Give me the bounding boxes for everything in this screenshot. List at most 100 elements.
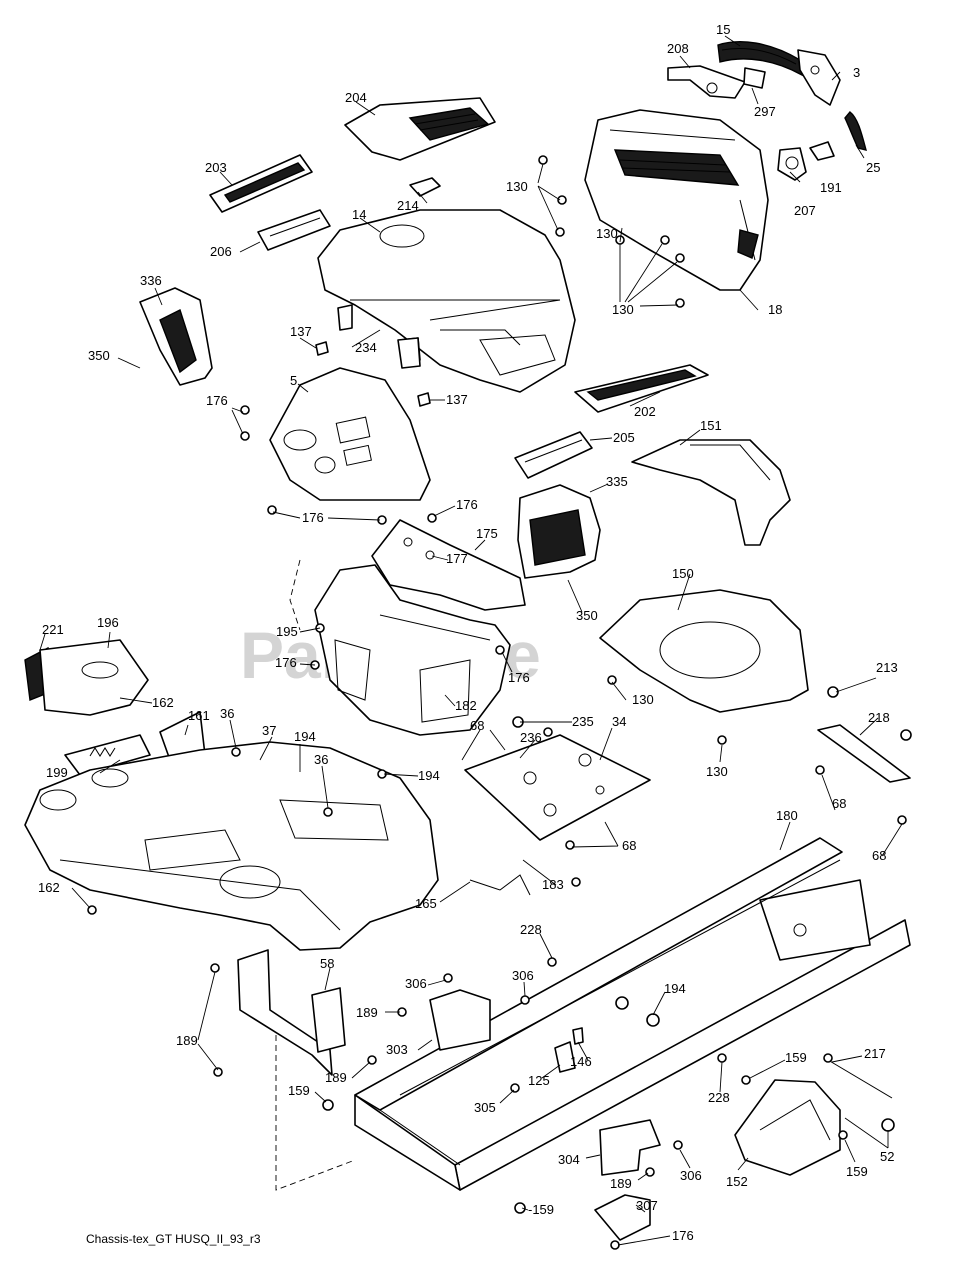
callout-228[interactable]: 228 xyxy=(708,1090,730,1105)
callout-189[interactable]: 189 xyxy=(176,1033,198,1048)
part-194-bushing[interactable] xyxy=(646,1013,660,1027)
part-205-strip[interactable] xyxy=(514,431,593,479)
part-206-insert[interactable] xyxy=(257,209,331,251)
callout-15[interactable]: 15 xyxy=(716,22,730,37)
part-297-clip[interactable] xyxy=(743,67,766,89)
callout-350[interactable]: 350 xyxy=(576,608,598,623)
part-234-seal[interactable] xyxy=(397,337,421,369)
callout-194[interactable]: 194 xyxy=(294,729,316,744)
callout-37[interactable]: 37 xyxy=(262,723,276,738)
callout-68[interactable]: 68 xyxy=(872,848,886,863)
part-336-side-panel[interactable] xyxy=(139,287,213,386)
callout-305[interactable]: 305 xyxy=(474,1100,496,1115)
part-182-console[interactable] xyxy=(314,564,511,736)
callout-214[interactable]: 214 xyxy=(397,198,419,213)
part-208-bracket[interactable] xyxy=(667,65,746,99)
callout-177[interactable]: 177 xyxy=(446,551,468,566)
callout-25[interactable]: 25 xyxy=(866,160,880,175)
callout-125[interactable]: 125 xyxy=(528,1073,550,1088)
part-199-plate[interactable] xyxy=(64,734,151,776)
callout-18[interactable]: 18 xyxy=(768,302,782,317)
callout-336[interactable]: 336 xyxy=(140,273,162,288)
callout-217[interactable]: 217 xyxy=(864,1046,886,1061)
callout-304[interactable]: 304 xyxy=(558,1152,580,1167)
part-3-bracket[interactable] xyxy=(797,49,841,106)
callout-206[interactable]: 206 xyxy=(210,244,232,259)
part-37-fender[interactable] xyxy=(24,741,439,951)
callout-176[interactable]: 176 xyxy=(206,393,228,408)
part-213-bolt[interactable] xyxy=(827,686,839,698)
callout-203[interactable]: 203 xyxy=(205,160,227,175)
part-14-hood[interactable] xyxy=(317,209,576,393)
callout-204[interactable]: 204 xyxy=(345,90,367,105)
callout-176[interactable]: 176 xyxy=(275,655,297,670)
callout-189[interactable]: 189 xyxy=(325,1070,347,1085)
callout-176[interactable]: 176 xyxy=(456,497,478,512)
part-196-cover[interactable] xyxy=(39,639,149,716)
part-125-clip[interactable] xyxy=(554,1041,576,1073)
part-191-clip[interactable] xyxy=(809,141,835,161)
part-204-hood-top[interactable] xyxy=(344,97,496,161)
callout-3[interactable]: 3 xyxy=(853,65,860,80)
callout-176[interactable]: 176 xyxy=(508,670,530,685)
callout-236[interactable]: 236 xyxy=(520,730,542,745)
callout-183[interactable]: 183 xyxy=(542,877,564,892)
callout-130[interactable]: 130 xyxy=(596,226,618,241)
callout-52[interactable]: 52 xyxy=(880,1149,894,1164)
callout-199[interactable]: 199 xyxy=(46,765,68,780)
callout-191[interactable]: 191 xyxy=(820,180,842,195)
part-18-front-nose[interactable] xyxy=(584,109,769,291)
callout-306[interactable]: 306 xyxy=(680,1168,702,1183)
part-52-cap[interactable] xyxy=(881,1118,895,1132)
part-137-clip[interactable] xyxy=(315,341,329,356)
part-202-vent[interactable] xyxy=(574,364,709,413)
callout-306[interactable]: 306 xyxy=(512,968,534,983)
part-304-plate[interactable] xyxy=(599,1119,661,1176)
part-175-mount[interactable] xyxy=(371,519,526,611)
callout-159[interactable]: 159 xyxy=(846,1164,868,1179)
part-34-mount-plate[interactable] xyxy=(464,734,651,841)
callout-196[interactable]: 196 xyxy=(97,615,119,630)
part-218-bracket[interactable] xyxy=(817,724,911,783)
callout-162[interactable]: 162 xyxy=(38,880,60,895)
part-335-panel[interactable] xyxy=(517,484,601,579)
callout-130[interactable]: 130 xyxy=(632,692,654,707)
callout-213[interactable]: 213 xyxy=(876,660,898,675)
part-213-bolt[interactable] xyxy=(900,729,912,741)
callout-130[interactable]: 130 xyxy=(506,179,528,194)
callout-350[interactable]: 350 xyxy=(88,348,110,363)
callout-205[interactable]: 205 xyxy=(613,430,635,445)
callout-176[interactable]: 176 xyxy=(302,510,324,525)
part-203-grille[interactable] xyxy=(209,154,313,213)
callout-194[interactable]: 194 xyxy=(664,981,686,996)
callout-159[interactable]: 159 xyxy=(785,1050,807,1065)
callout-221[interactable]: 221 xyxy=(42,622,64,637)
part-25-trim[interactable] xyxy=(844,111,867,151)
callout-306[interactable]: 306 xyxy=(405,976,427,991)
callout-68[interactable]: 68 xyxy=(832,796,846,811)
callout-194[interactable]: 194 xyxy=(418,768,440,783)
part-194-bushing[interactable] xyxy=(615,996,629,1010)
part-236-grommet[interactable] xyxy=(543,727,553,737)
callout-5[interactable]: 5 xyxy=(290,373,297,388)
callout-182[interactable]: 182 xyxy=(455,698,477,713)
part-150-shroud[interactable] xyxy=(599,589,809,713)
callout-130[interactable]: 130 xyxy=(612,302,634,317)
part-303-plate[interactable] xyxy=(429,989,491,1051)
callout-195[interactable]: 195 xyxy=(276,624,298,639)
part-15-strip[interactable] xyxy=(717,41,803,77)
callout-235[interactable]: 235 xyxy=(572,714,594,729)
callout-161[interactable]: 161 xyxy=(188,708,210,723)
callout-150[interactable]: 150 xyxy=(672,566,694,581)
part-137-clip[interactable] xyxy=(417,392,431,407)
callout-137[interactable]: 137 xyxy=(446,392,468,407)
part-217-rod[interactable] xyxy=(827,1059,893,1099)
callout-151[interactable]: 151 xyxy=(700,418,722,433)
callout-303[interactable]: 303 xyxy=(386,1042,408,1057)
part-58-bracket[interactable] xyxy=(237,949,346,1076)
callout-36[interactable]: 36 xyxy=(220,706,234,721)
callout-165[interactable]: 165 xyxy=(415,896,437,911)
callout-159[interactable]: 159 xyxy=(288,1083,310,1098)
part-207-latch[interactable] xyxy=(777,147,807,181)
part-151-bracket[interactable] xyxy=(631,439,791,546)
